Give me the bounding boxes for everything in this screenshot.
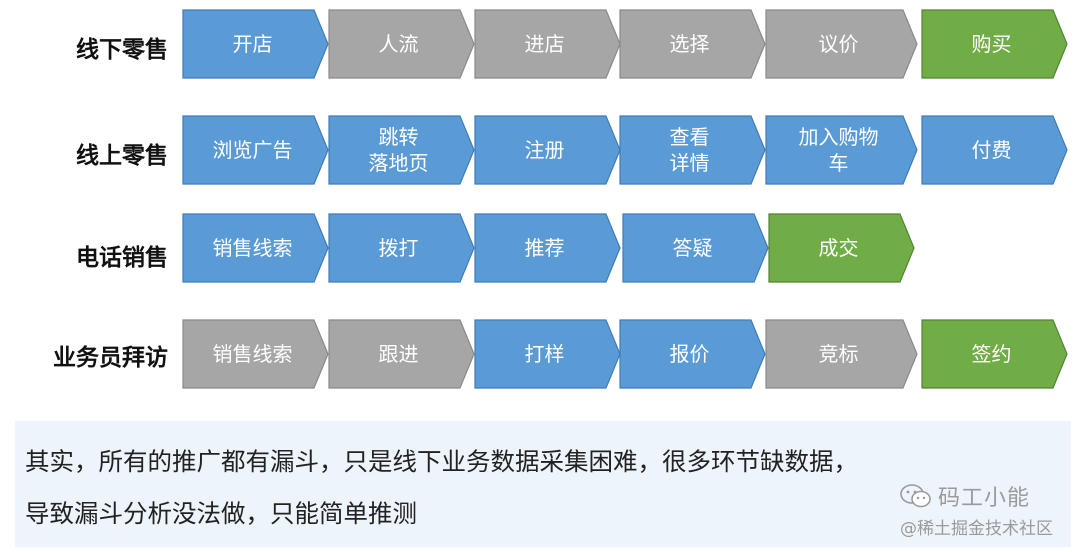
process-step: 购买	[921, 9, 1068, 79]
row-label: 线上零售	[76, 143, 168, 169]
step-label: 开店	[233, 32, 273, 56]
process-step: 销售线索	[182, 319, 329, 389]
step-shape	[619, 115, 766, 185]
step-shape	[328, 9, 475, 79]
step-shape	[765, 115, 918, 185]
step-label: 拨打	[379, 236, 419, 260]
process-step: 进店	[474, 9, 621, 79]
step-label: 注册	[525, 138, 565, 162]
step-shape	[182, 213, 329, 283]
process-step: 签约	[921, 319, 1068, 389]
step-shape	[921, 9, 1068, 79]
step-shape	[619, 9, 766, 79]
step-label: 打样	[525, 342, 565, 366]
step-label: 购买	[972, 32, 1012, 56]
step-label: 人流	[379, 32, 419, 56]
step-shape	[921, 319, 1068, 389]
note-box: 其实，所有的推广都有漏斗，只是线下业务数据采集困难，很多环节缺数据， 导致漏斗分…	[15, 421, 1071, 547]
step-label: 加入购物	[799, 125, 879, 149]
step-label: 议价	[819, 32, 859, 56]
step-label: 详情	[670, 151, 710, 175]
step-shape	[619, 319, 766, 389]
step-shape	[182, 9, 329, 79]
wechat-icon	[900, 484, 931, 508]
step-shape	[474, 115, 621, 185]
watermark: 码工小能 @稀土掘金技术社区	[900, 480, 1078, 548]
process-step: 成交	[768, 213, 915, 283]
step-shape	[765, 319, 918, 389]
process-step: 答疑	[622, 213, 769, 283]
process-step: 推荐	[474, 213, 621, 283]
step-label: 推荐	[525, 236, 565, 260]
process-step: 打样	[474, 319, 621, 389]
step-shape	[622, 213, 769, 283]
step-label: 竞标	[819, 342, 859, 366]
process-step: 议价	[765, 9, 918, 79]
step-label: 浏览广告	[213, 138, 293, 162]
step-shape	[474, 9, 621, 79]
step-shape	[182, 319, 329, 389]
note-line-1: 其实，所有的推广都有漏斗，只是线下业务数据采集困难，很多环节缺数据，	[25, 447, 858, 476]
process-step: 跟进	[328, 319, 475, 389]
watermark-title: 码工小能	[938, 486, 1031, 511]
step-label: 签约	[972, 342, 1012, 366]
step-label: 查看	[670, 125, 710, 149]
process-step: 付费	[921, 115, 1068, 185]
process-step: 注册	[474, 115, 621, 185]
step-label: 跳转	[379, 125, 419, 149]
step-shape	[921, 115, 1068, 185]
step-label: 销售线索	[213, 342, 293, 366]
step-shape	[474, 319, 621, 389]
row-label: 业务员拜访	[53, 345, 168, 371]
process-step: 人流	[328, 9, 475, 79]
step-label: 销售线索	[213, 236, 293, 260]
step-label: 付费	[972, 138, 1012, 162]
row-label: 线下零售	[76, 37, 168, 63]
process-step: 浏览广告	[182, 115, 329, 185]
step-shape	[328, 213, 475, 283]
step-label: 成交	[819, 236, 859, 260]
process-step: 报价	[619, 319, 766, 389]
step-shape	[474, 213, 621, 283]
process-step: 拨打	[328, 213, 475, 283]
process-step: 选择	[619, 9, 766, 79]
step-shape	[328, 319, 475, 389]
process-step: 竞标	[765, 319, 918, 389]
step-label: 跟进	[379, 342, 419, 366]
step-label: 进店	[525, 32, 565, 56]
row-label: 电话销售	[76, 245, 168, 271]
step-shape	[768, 213, 915, 283]
step-label: 选择	[670, 32, 710, 56]
step-shape	[182, 115, 329, 185]
step-shape	[328, 115, 475, 185]
step-shape	[765, 9, 918, 79]
step-label: 落地页	[369, 151, 429, 175]
step-label: 答疑	[673, 236, 713, 260]
process-step: 开店	[182, 9, 329, 79]
process-step: 销售线索	[182, 213, 329, 283]
watermark-subtitle: @稀土掘金技术社区	[900, 519, 1053, 539]
step-label: 车	[829, 151, 849, 175]
step-label: 报价	[670, 342, 710, 366]
note-line-2: 导致漏斗分析没法做，只能简单推测	[25, 499, 417, 528]
